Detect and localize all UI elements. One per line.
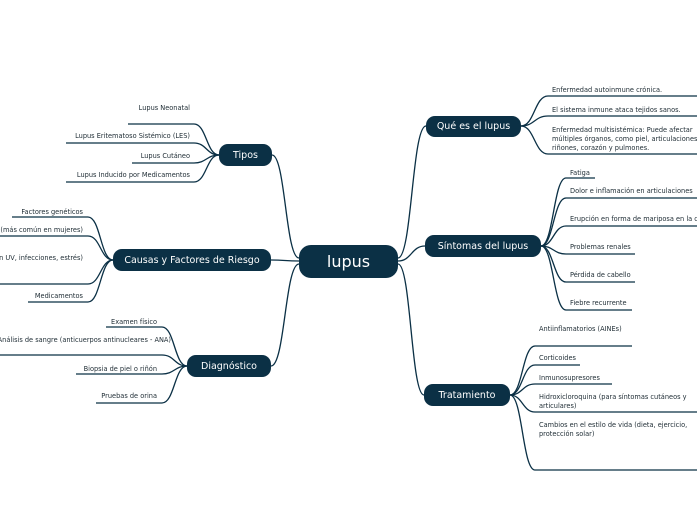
- leaf-sintomas-3[interactable]: Erupción en forma de mariposa en la cara: [570, 215, 697, 223]
- leaf-causas-1[interactable]: Factores genéticos: [21, 208, 83, 216]
- central-node[interactable]: lupus: [299, 245, 398, 278]
- leaf-sintomas-5[interactable]: Pérdida de cabello: [570, 271, 631, 279]
- leaf-sintomas-4[interactable]: Problemas renales: [570, 243, 631, 251]
- leaf-causas-2[interactable]: Hormonales (más común en mujeres): [0, 226, 83, 234]
- link-tratamiento-4: [509, 394, 536, 413]
- link-causas-4: [87, 259, 114, 303]
- link-tratamiento-5: [509, 394, 536, 471]
- link-center-sintomas: [397, 245, 426, 262]
- leaf-sintomas-6[interactable]: Fiebre recurrente: [570, 299, 627, 307]
- link-tipos-1: [193, 123, 220, 156]
- link-center-tratamiento: [397, 263, 425, 396]
- link-center-diagnostico: [270, 263, 300, 367]
- leaf-que-es-2[interactable]: El sistema inmune ataca tejidos sanos.: [552, 106, 681, 114]
- leaf-tipos-3[interactable]: Lupus Cutáneo: [140, 152, 190, 160]
- leaf-tratamiento-1[interactable]: Antiinflamatorios (AINEs): [539, 325, 622, 333]
- branch-sintomas-del-lupus[interactable]: Síntomas del lupus: [425, 235, 541, 257]
- link-causas-2: [87, 235, 114, 261]
- leaf-diagnostico-1[interactable]: Examen físico: [111, 318, 157, 326]
- link-diagnostico-4: [161, 365, 188, 404]
- leaf-diagnostico-2[interactable]: Análisis de sangre (anticuerpos antinucl…: [0, 336, 171, 344]
- leaf-causas-4[interactable]: Medicamentos: [34, 292, 83, 300]
- leaf-tratamiento-3[interactable]: Inmunosupresores: [539, 374, 600, 382]
- leaf-que-es-3[interactable]: Enfermedad multisistémica: Puede afectar…: [552, 126, 697, 152]
- branch-que-es-el-lupus[interactable]: Qué es el lupus: [426, 116, 521, 137]
- link-tratamiento-1: [509, 345, 536, 396]
- leaf-sintomas-2[interactable]: Dolor e inflamación en articulaciones: [570, 187, 693, 195]
- leaf-tipos-2[interactable]: Lupus Eritematoso Sistémico (LES): [75, 132, 190, 140]
- branch-tratamiento[interactable]: Tratamiento: [424, 384, 510, 406]
- link-center-tipos: [271, 154, 300, 259]
- link-tipos-4: [193, 154, 220, 183]
- link-sintomas-3: [540, 225, 567, 247]
- leaf-causas-3[interactable]: Ambientales (radiación UV, infecciones, …: [0, 254, 83, 262]
- leaf-sintomas-1[interactable]: Fatiga: [570, 169, 590, 177]
- leaf-que-es-1[interactable]: Enfermedad autoinmune crónica.: [552, 86, 663, 94]
- leaf-tipos-4[interactable]: Lupus Inducido por Medicamentos: [76, 171, 190, 179]
- link-center-causas: [270, 259, 300, 262]
- leaf-tratamiento-2[interactable]: Corticoides: [539, 354, 576, 362]
- link-diagnostico-1: [161, 326, 188, 367]
- leaf-tratamiento-5[interactable]: Cambios en el estilo de vida (dieta, eje…: [539, 421, 688, 438]
- branch-diagnostico[interactable]: Diagnóstico: [187, 355, 271, 377]
- link-que-es-3: [520, 125, 549, 155]
- leaf-tratamiento-4[interactable]: Hidroxicloroquina (para síntomas cutáneo…: [539, 393, 687, 410]
- branch-causas-y-factores[interactable]: Causas y Factores de Riesgo: [113, 249, 271, 271]
- link-sintomas-6: [540, 245, 567, 311]
- branch-tipos[interactable]: Tipos: [219, 144, 272, 166]
- link-sintomas-2: [540, 197, 567, 247]
- leaf-diagnostico-4[interactable]: Pruebas de orina: [101, 392, 157, 400]
- leaf-diagnostico-3[interactable]: Biopsia de piel o riñón: [83, 365, 157, 373]
- link-center-que-es: [397, 125, 427, 259]
- link-causas-1: [87, 216, 114, 261]
- leaf-tipos-1[interactable]: Lupus Neonatal: [138, 104, 190, 112]
- link-que-es-2: [520, 115, 549, 127]
